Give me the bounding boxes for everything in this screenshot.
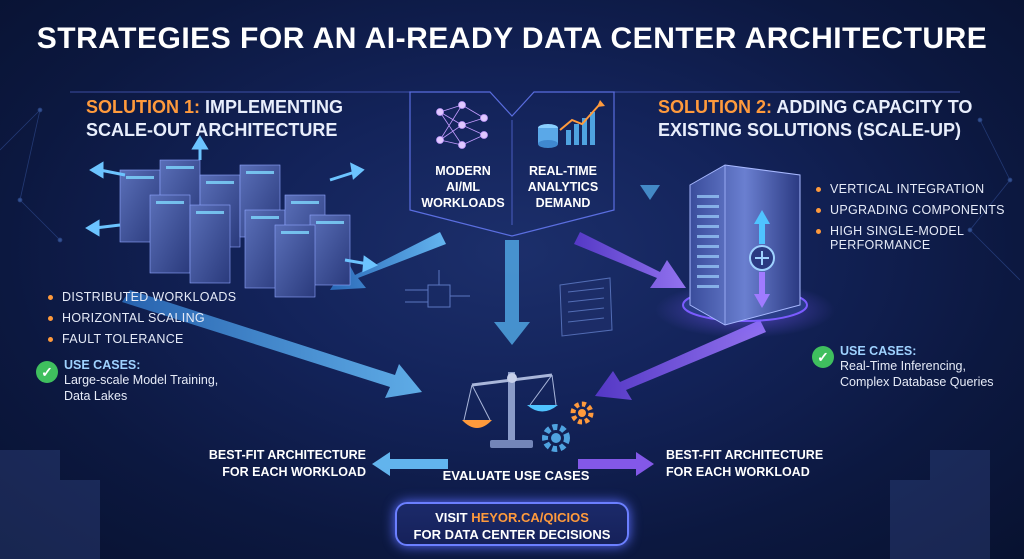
best-fit-line: BEST-FIT ARCHITECTURE bbox=[666, 448, 824, 462]
use-cases-line: Complex Database Queries bbox=[840, 375, 994, 389]
best-fit-right: BEST-FIT ARCHITECTURE FOR EACH WORKLOAD bbox=[666, 447, 846, 481]
solution2-title-line2: EXISTING SOLUTIONS (SCALE-UP) bbox=[658, 120, 962, 140]
analytics-chart-icon bbox=[538, 100, 605, 148]
solution2-bullet: UPGRADING COMPONENTS bbox=[816, 203, 1005, 217]
solution1-bullet: DISTRIBUTED WORKLOADS bbox=[48, 290, 236, 304]
evaluate-use-cases-label: EVALUATE USE CASES bbox=[442, 468, 590, 483]
workloads-line: MODERN bbox=[435, 164, 491, 178]
check-icon: ✓ bbox=[812, 346, 834, 368]
workloads-line: WORKLOADS bbox=[421, 196, 505, 210]
use-cases-line: Large-scale Model Training, bbox=[64, 373, 219, 387]
solution1-title-line2: SCALE-OUT ARCHITECTURE bbox=[86, 120, 338, 140]
analytics-label: REAL-TIME ANALYTICS DEMAND bbox=[520, 163, 606, 211]
solution1-bullets: DISTRIBUTED WORKLOADS HORIZONTAL SCALING… bbox=[48, 290, 236, 353]
arrow-to-scale-out bbox=[330, 232, 446, 290]
solution2-bullet-cont: PERFORMANCE bbox=[830, 238, 931, 252]
arrow-left-to-eval bbox=[122, 290, 422, 398]
use-cases-label: USE CASES: bbox=[64, 358, 141, 372]
network-decoration bbox=[0, 107, 1021, 281]
visit-url[interactable]: HEYOR.CA/QICIOS bbox=[471, 510, 589, 525]
workloads-line: AI/ML bbox=[445, 180, 481, 194]
solution2-bullets: VERTICAL INTEGRATION UPGRADING COMPONENT… bbox=[816, 182, 1005, 252]
solution2-title: ADDING CAPACITY TO bbox=[776, 97, 973, 117]
arrow-tower-up bbox=[640, 185, 660, 200]
corner-racks bbox=[0, 450, 990, 559]
best-fit-left: BEST-FIT ARCHITECTURE FOR EACH WORKLOAD bbox=[196, 447, 366, 481]
visit-cta-box[interactable]: VISIT HEYOR.CA/QICIOS FOR DATA CENTER DE… bbox=[395, 502, 629, 546]
use-cases-line: Data Lakes bbox=[64, 389, 128, 403]
workloads-label: MODERN AI/ML WORKLOADS bbox=[418, 163, 508, 211]
solution1-lead: SOLUTION 1: bbox=[86, 97, 201, 117]
solution1-use-cases: USE CASES: Large-scale Model Training, D… bbox=[64, 358, 218, 404]
panel-decoration bbox=[559, 277, 613, 337]
solution2-heading: SOLUTION 2: ADDING CAPACITY TO EXISTING … bbox=[658, 96, 998, 142]
arrow-down-center bbox=[494, 240, 530, 345]
analytics-line: DEMAND bbox=[535, 196, 591, 210]
use-cases-label: USE CASES: bbox=[840, 344, 917, 358]
arrow-bottom-left bbox=[372, 452, 448, 476]
solution2-bullet: VERTICAL INTEGRATION bbox=[816, 182, 1005, 196]
best-fit-line: BEST-FIT ARCHITECTURE bbox=[208, 448, 366, 462]
visit-line: VISIT HEYOR.CA/QICIOS bbox=[397, 509, 627, 526]
gear-icon bbox=[542, 401, 594, 452]
arrow-to-scale-up bbox=[574, 232, 686, 288]
visit-line2: FOR DATA CENTER DECISIONS bbox=[413, 527, 611, 542]
analytics-line: REAL-TIME bbox=[528, 164, 598, 178]
page-title: STRATEGIES FOR AN AI-READY DATA CENTER A… bbox=[36, 22, 988, 55]
best-fit-line: FOR EACH WORKLOAD bbox=[222, 465, 366, 479]
analytics-line: ANALYTICS bbox=[527, 180, 599, 194]
scale-out-server-cluster bbox=[85, 135, 379, 298]
use-cases-line: Real-Time Inferencing, bbox=[840, 359, 966, 373]
scale-up-server-tower bbox=[655, 164, 835, 338]
solution1-heading: SOLUTION 1: IMPLEMENTING SCALE-OUT ARCHI… bbox=[86, 96, 386, 142]
check-icon: ✓ bbox=[36, 361, 58, 383]
solution2-bullet-text: HIGH SINGLE-MODEL bbox=[830, 224, 965, 238]
chip-decoration bbox=[405, 270, 470, 308]
arrow-bottom-right bbox=[578, 452, 654, 476]
arrow-right-to-eval bbox=[595, 320, 766, 400]
visit-prefix: VISIT bbox=[435, 510, 472, 525]
solution2-use-cases: USE CASES: Real-Time Inferencing, Comple… bbox=[840, 344, 994, 390]
neural-network-icon bbox=[436, 101, 488, 149]
solution1-title: IMPLEMENTING bbox=[205, 97, 344, 117]
balance-scale-icon bbox=[462, 372, 558, 448]
solution2-lead: SOLUTION 2: bbox=[658, 97, 773, 117]
solution1-bullet: FAULT TOLERANCE bbox=[48, 332, 236, 346]
solution1-bullet: HORIZONTAL SCALING bbox=[48, 311, 236, 325]
best-fit-line: FOR EACH WORKLOAD bbox=[666, 465, 810, 479]
